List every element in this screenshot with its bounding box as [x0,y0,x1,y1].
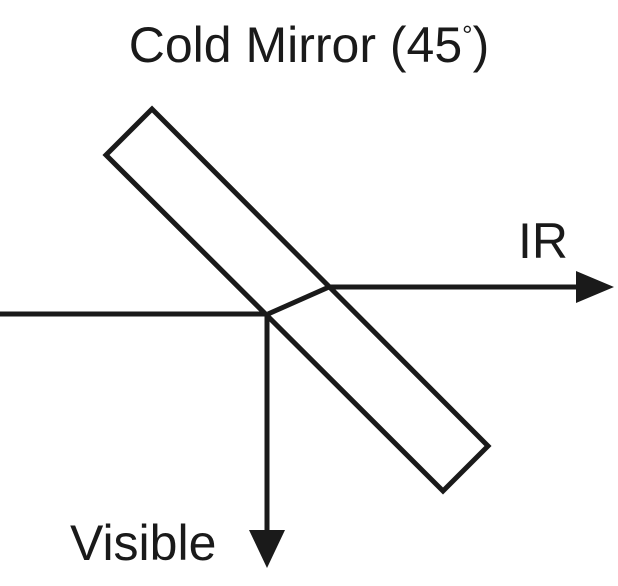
ir-label: IR [518,213,568,269]
degree-symbol: ° [462,20,472,50]
diagram-title: Cold Mirror (45°) [129,17,489,73]
visible-arrowhead [249,530,285,568]
title-text: Cold Mirror (45 [129,17,462,73]
title-close-paren: ) [473,17,490,73]
refracted-ray [266,284,331,317]
ir-arrowhead [576,271,614,303]
visible-label: Visible [70,515,216,571]
